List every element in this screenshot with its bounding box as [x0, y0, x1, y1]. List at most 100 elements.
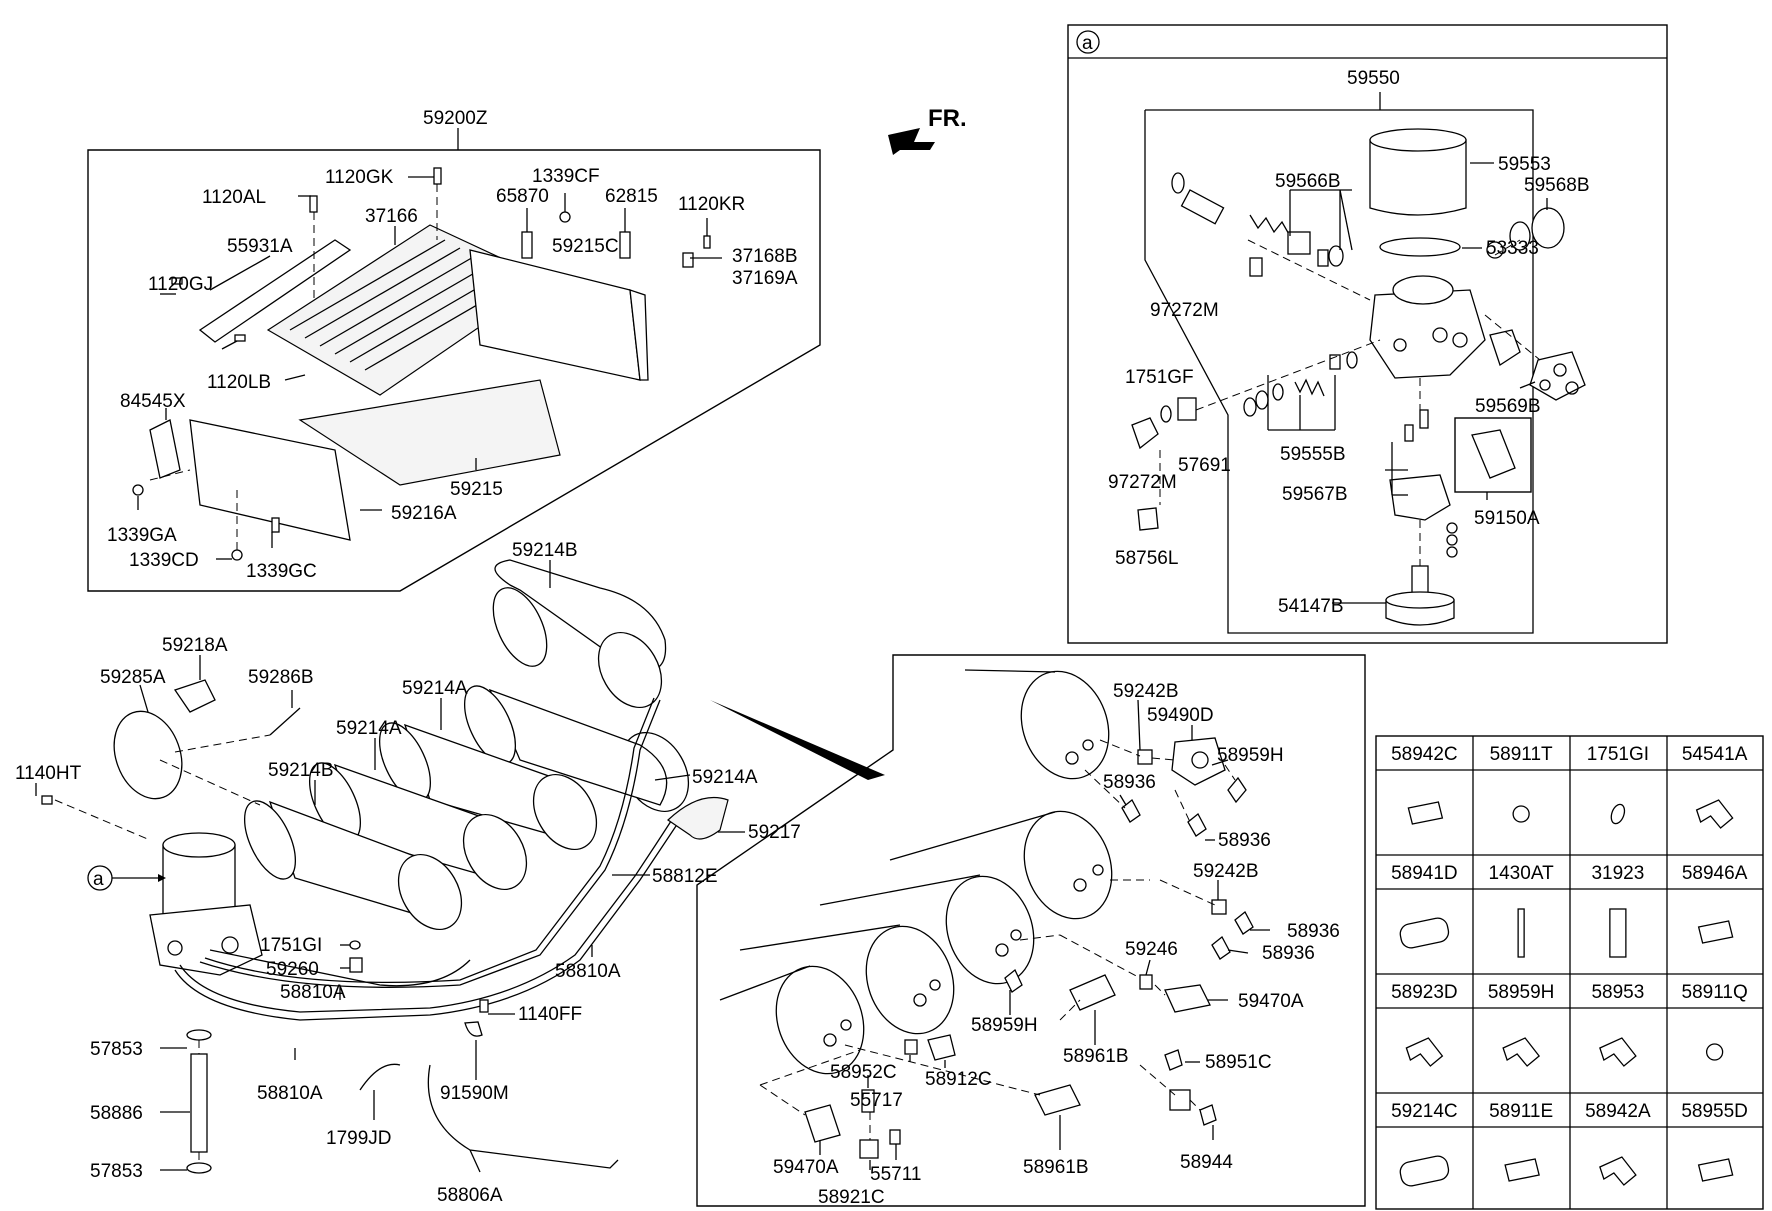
- label-37168B: 37168B: [732, 246, 798, 267]
- parts-table-code: 58911Q: [1682, 982, 1748, 1003]
- parts-table-code: 1430AT: [1489, 863, 1555, 884]
- bolt-59286B: [269, 707, 301, 736]
- valve-59490D: [1171, 737, 1226, 786]
- label-59216A: 59216A: [391, 503, 457, 524]
- pipe-lines: [174, 697, 681, 1021]
- label-59246: 59246: [1125, 939, 1178, 960]
- fitting-detail: 59242B 59490D 58959H 58936 58936 59242B …: [696, 654, 1366, 1208]
- label-58936-4: 58936: [1262, 943, 1315, 964]
- clip-1799JD: [359, 1063, 401, 1091]
- nut-1339GA: [132, 484, 144, 496]
- label-59150A: 59150A: [1474, 508, 1540, 529]
- label-59470A-right: 59470A: [1238, 991, 1304, 1012]
- cover-59568B: [1531, 207, 1565, 249]
- label-55711: 55711: [870, 1164, 921, 1185]
- label-1120GJ: 1120GJ: [148, 274, 213, 295]
- bolt-1120GK: [433, 167, 442, 185]
- label-1120GK: 1120GK: [325, 167, 394, 188]
- parts-table-nut-icon: [1512, 805, 1530, 823]
- label-1751GI: 1751GI: [260, 935, 322, 956]
- air-tank-assembly: a 59214B 59218A 59285A 59286B 59214A 592…: [15, 540, 885, 1206]
- label-59214A-3: 59214A: [692, 767, 758, 788]
- parts-table-code: 58911E: [1489, 1101, 1553, 1122]
- parts-table-elbow-icon: [1502, 1037, 1541, 1067]
- label-1339GA: 1339GA: [107, 525, 177, 546]
- fitting-55711: [889, 1129, 901, 1145]
- elbow-58936-4: [1211, 936, 1231, 960]
- parts-table-code: 31923: [1591, 863, 1644, 884]
- elbow-58936-1: [1121, 799, 1141, 823]
- label-1120AL: 1120AL: [202, 187, 266, 208]
- label-58936-2: 58936: [1218, 830, 1271, 851]
- bolt-1120AL: [309, 195, 318, 213]
- label-1799JD: 1799JD: [326, 1128, 392, 1149]
- label-1339CF: 1339CF: [532, 166, 600, 187]
- bracket-59215C: [469, 249, 641, 381]
- cartridge-top: [1369, 128, 1467, 152]
- bolt-1339GC: [271, 517, 280, 533]
- parts-table-code: 58953: [1591, 982, 1644, 1003]
- label-59214B-top: 59214B: [512, 540, 578, 561]
- parts-table-filter-icon: [1399, 917, 1450, 949]
- fitting-59470A-left: [804, 1104, 841, 1143]
- label-1120KR: 1120KR: [678, 194, 745, 215]
- label-59214B-2: 59214B: [268, 760, 334, 781]
- elbow-58959H-mid: [1004, 968, 1023, 993]
- label-59242B-top: 59242B: [1113, 681, 1179, 702]
- tank-59214A-3: [308, 762, 528, 891]
- tee-58961B-bottom: [1034, 1084, 1081, 1116]
- direction-label: FR.: [928, 105, 967, 132]
- front-direction-indicator: FR.: [888, 105, 967, 155]
- tray-assembly: 59200Z 1120GK 1120AL 1339CF 65870 62815 …: [87, 108, 821, 592]
- label-58886: 58886: [90, 1103, 143, 1124]
- label-37169A: 37169A: [732, 268, 798, 289]
- fitting-59246: [1139, 974, 1153, 990]
- air-dryer-subgroup-frame: [1144, 109, 1534, 634]
- inset-marker: a: [1082, 33, 1093, 54]
- parts-table-elbow-icon: [1695, 799, 1734, 829]
- parts-table-code: 58941D: [1391, 863, 1458, 884]
- label-1751GF: 1751GF: [1125, 367, 1194, 388]
- elbow-58912C: [927, 1034, 956, 1061]
- bolt-1120GJ: [171, 277, 183, 285]
- label-58951C: 58951C: [1205, 1052, 1272, 1073]
- parts-table-code: 58946A: [1682, 863, 1748, 884]
- elbow-58944: [1199, 1104, 1217, 1126]
- fitting-97272M-top: [1249, 257, 1263, 277]
- elbow-58951C: [1164, 1049, 1183, 1071]
- label-59569B: 59569B: [1475, 396, 1541, 417]
- label-58921C: 58921C: [818, 1187, 885, 1208]
- seal-ring-53333: [1379, 237, 1461, 257]
- label-97272M-top: 97272M: [1150, 300, 1219, 321]
- label-58810A-mid: 58810A: [280, 982, 346, 1003]
- group-box-59150A: [1454, 417, 1532, 493]
- label-59215: 59215: [450, 479, 503, 500]
- label-59285A: 59285A: [100, 667, 166, 688]
- lower-tray-59215: [298, 379, 561, 486]
- bolt-1120KR: [703, 235, 711, 249]
- air-dryer-unit: [149, 832, 263, 976]
- parts-table-fitting-icon: [1697, 1158, 1734, 1182]
- block-58921C: [859, 1139, 879, 1159]
- valve-cap: [1392, 275, 1454, 305]
- label-57853-bottom: 57853: [90, 1161, 143, 1182]
- tank-59214A-2: [378, 722, 598, 851]
- label-59218A: 59218A: [162, 635, 228, 656]
- tank-ends: [719, 669, 1113, 1075]
- oring-1751GF: [1160, 405, 1172, 423]
- tank-59214B-2: [243, 800, 463, 931]
- inset-reference-marker: a: [93, 869, 104, 890]
- fitting-59260: [349, 957, 363, 973]
- label-84545X: 84545X: [120, 391, 186, 412]
- label-1140HT: 1140HT: [15, 763, 82, 784]
- parts-table-code: 58955D: [1681, 1101, 1748, 1122]
- parts-table-code: 58911T: [1490, 744, 1553, 765]
- label-59490D: 59490D: [1147, 705, 1214, 726]
- detail-pointer: [710, 700, 885, 780]
- label-55931A: 55931A: [227, 236, 293, 257]
- bracket-flange: [629, 289, 649, 381]
- parts-table-code: 58959H: [1488, 982, 1555, 1003]
- parts-table-fitting-icon: [1697, 920, 1734, 944]
